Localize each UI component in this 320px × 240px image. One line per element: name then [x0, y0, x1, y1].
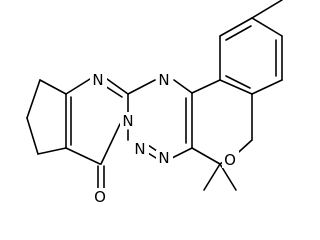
- atom-n-top-left: N: [92, 71, 103, 89]
- bond: [251, 17, 283, 37]
- bond-layer: [26, 0, 283, 191]
- bond: [65, 78, 91, 95]
- bond: [219, 17, 253, 37]
- bond: [39, 79, 67, 95]
- bond: [171, 147, 193, 159]
- atom-n-bridge: N: [122, 112, 133, 130]
- bond: [203, 163, 221, 191]
- bond: [225, 75, 251, 89]
- bond: [104, 85, 123, 98]
- bond: [191, 147, 221, 165]
- chemical-structure-diagram: N N N N N O O: [26, 0, 283, 206]
- bond: [251, 0, 283, 19]
- atom-label-layer: N N N N N O O: [90, 71, 239, 206]
- atom-o-ring: O: [224, 151, 236, 169]
- bond: [65, 147, 101, 165]
- bond: [106, 78, 129, 95]
- bond: [251, 79, 283, 95]
- bond: [219, 163, 237, 191]
- bond: [100, 123, 121, 165]
- bond: [219, 79, 253, 95]
- bond: [127, 79, 156, 95]
- bond: [225, 25, 252, 41]
- bond: [37, 147, 67, 155]
- atom-o-carbonyl: O: [94, 188, 106, 206]
- bond: [26, 79, 41, 119]
- atom-n-top-right: N: [158, 71, 169, 89]
- atom-n-bottom-right: N: [158, 149, 169, 167]
- bond: [26, 117, 39, 155]
- bond: [173, 79, 193, 94]
- atom-n-bottom: N: [134, 140, 145, 158]
- bond: [191, 79, 221, 94]
